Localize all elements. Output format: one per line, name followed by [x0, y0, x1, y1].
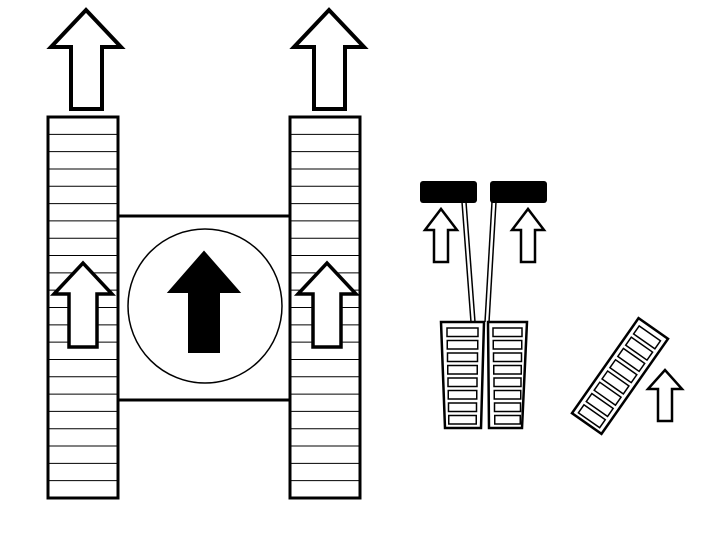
pedal-rung	[577, 403, 607, 429]
lever-rod-left-edge	[465, 201, 476, 323]
pedal-rung	[492, 327, 523, 338]
foot-pedal-left-rungs	[446, 327, 479, 425]
pedal-rung	[585, 392, 615, 418]
pedal-rung	[493, 402, 522, 413]
arrow-up-outline-icon	[46, 7, 126, 111]
pedal-rung	[616, 347, 646, 373]
hand-levers	[420, 181, 547, 323]
arrow-up-outline-icon	[645, 368, 685, 423]
pedal-rung	[492, 339, 523, 350]
lever-rod-right	[484, 201, 493, 323]
arrow-up-outline-icon	[422, 206, 460, 264]
pedal-rung	[446, 339, 479, 350]
pedal-rung	[600, 369, 630, 395]
arrow-up-outline-icon	[49, 260, 117, 349]
pedal-rung	[493, 389, 522, 400]
tilted-pedal-rungs	[577, 324, 662, 429]
pedal-rung	[447, 389, 478, 400]
pedal-rung	[448, 414, 477, 425]
pedal-rung	[632, 324, 662, 350]
pedal-rung	[608, 358, 638, 384]
arrow-up-solid-icon	[166, 250, 242, 353]
lever-knob-left	[420, 181, 477, 203]
right-track	[288, 115, 362, 500]
arrow-up-outline-icon	[289, 7, 369, 111]
arrow-up-outline-icon	[509, 206, 547, 264]
pedal-rung	[593, 381, 623, 407]
pedal-rung	[492, 352, 523, 363]
pedal-rung	[447, 364, 478, 375]
lever-rod-right-edge	[488, 201, 497, 323]
pedal-rung	[493, 377, 522, 388]
foot-pedal-right-rungs	[492, 327, 523, 425]
pedal-rung	[494, 414, 521, 425]
pedal-rung	[493, 364, 522, 375]
pedal-rung	[447, 377, 478, 388]
pedal-rung	[446, 352, 479, 363]
machine-body	[116, 214, 292, 402]
pedal-rung	[447, 402, 478, 413]
lever-knob-right	[490, 181, 547, 203]
pedal-rung	[446, 327, 479, 338]
pedal-rung	[624, 336, 654, 362]
foot-pedals	[439, 320, 529, 430]
tilted-pedal	[570, 316, 670, 436]
lever-rod-left	[461, 201, 472, 323]
left-track	[46, 115, 120, 500]
arrow-up-outline-icon	[293, 260, 361, 349]
